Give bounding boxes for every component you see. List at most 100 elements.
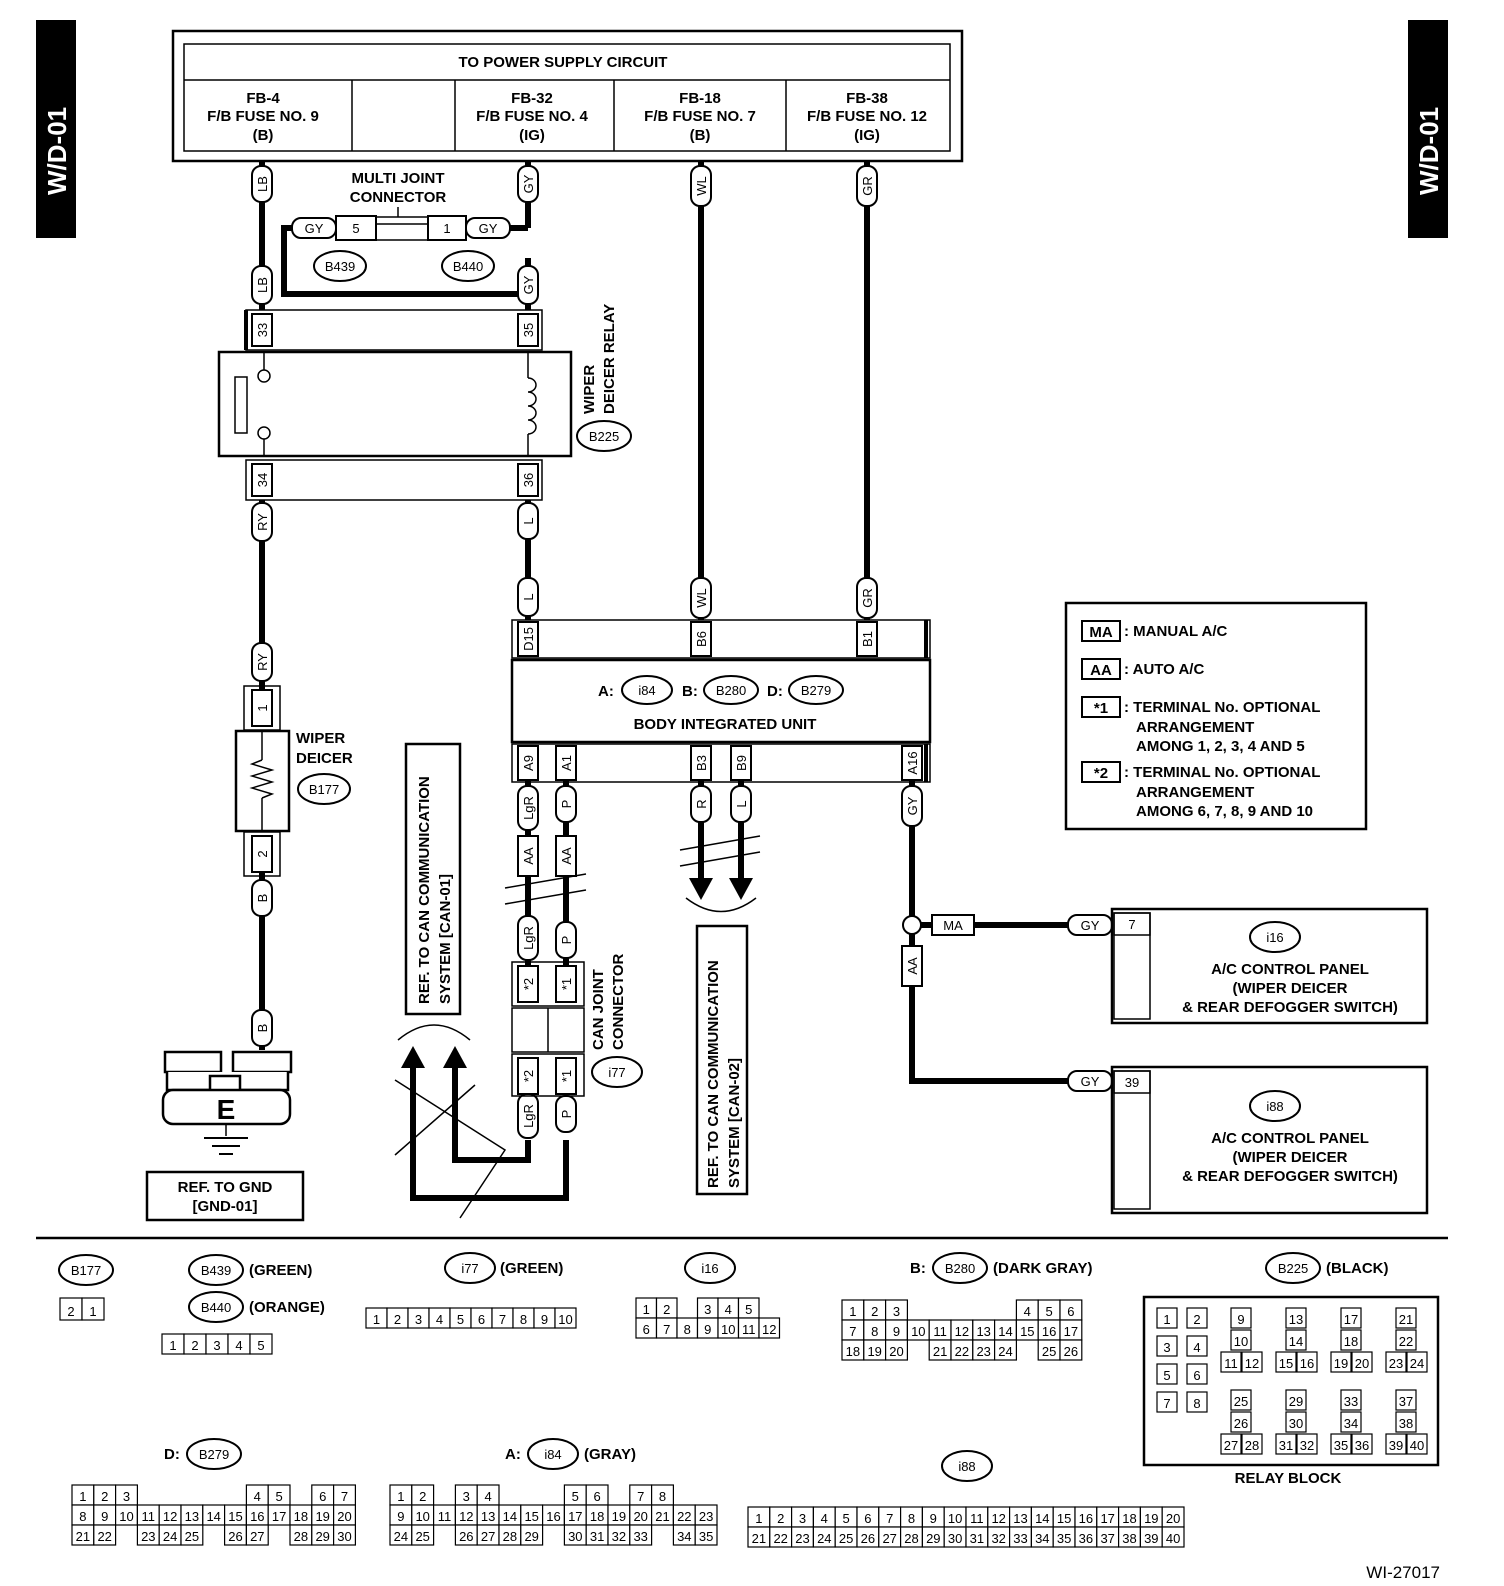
wire-label-l-2: L xyxy=(517,577,539,617)
pin-number: 12 xyxy=(762,1322,776,1337)
pin-number: 39 xyxy=(1144,1531,1158,1546)
pin-number: 15 xyxy=(1020,1324,1034,1339)
pin-number: 13 xyxy=(976,1324,990,1339)
pin-number: 33 xyxy=(1344,1394,1358,1409)
ground-ref-1: REF. TO GND xyxy=(178,1179,273,1196)
pin-number: 2 xyxy=(871,1304,878,1319)
pin-number: 8 xyxy=(908,1511,915,1526)
pin-number: 3 xyxy=(799,1511,806,1526)
can-joint-label-1: CAN JOINT xyxy=(590,969,607,1050)
pin-number: 1 xyxy=(755,1511,762,1526)
svg-text:L: L xyxy=(734,800,749,807)
svg-text:REF. TO CAN COMMUNICATION: REF. TO CAN COMMUNICATION xyxy=(416,776,433,1004)
svg-text:GR: GR xyxy=(860,176,875,196)
pin-number: 36 xyxy=(1355,1438,1369,1453)
svg-text:GY: GY xyxy=(479,221,498,236)
pin-number: 9 xyxy=(1237,1312,1244,1327)
multi-joint-pin-b: 1 xyxy=(443,221,450,236)
svg-text:LgR: LgR xyxy=(521,1104,536,1128)
svg-text:AA: AA xyxy=(559,847,574,865)
can-joint-label-2: CONNECTOR xyxy=(610,953,627,1050)
pin-number: 20 xyxy=(633,1509,647,1524)
pin-number: 20 xyxy=(889,1344,903,1359)
body-integrated-unit: D15 B6 B1 A: i84 B: B280 D: B279 BODY IN… xyxy=(510,619,932,783)
biu-pin-a1: A1 xyxy=(559,755,574,771)
pin-number: 18 xyxy=(1344,1334,1358,1349)
conn-label-b439: B439 xyxy=(201,1263,231,1278)
pin-number: 22 xyxy=(97,1529,111,1544)
pin-cell xyxy=(1285,1411,1307,1433)
wire-label-aa-1: AA xyxy=(517,835,539,877)
biu-pin-b9: B9 xyxy=(734,755,749,771)
pin-number: 12 xyxy=(459,1509,473,1524)
wire-label-l-3: L xyxy=(730,785,752,823)
pin-number: 25 xyxy=(1234,1394,1248,1409)
pin-number: 19 xyxy=(1334,1356,1348,1371)
pin-number: 8 xyxy=(659,1489,666,1504)
svg-text:: TERMINAL No. OPTIONAL: : TERMINAL No. OPTIONAL xyxy=(1124,764,1320,781)
pin-number: 12 xyxy=(163,1509,177,1524)
wire-label-lgr-1: LgR xyxy=(517,785,539,831)
conn-ref-b177: B177 xyxy=(309,782,339,797)
conn-label-b279: B279 xyxy=(199,1447,229,1462)
pin-cell xyxy=(180,1524,204,1546)
pin-cell xyxy=(333,1524,357,1546)
power-supply-box: TO POWER SUPPLY CIRCUIT FB-4 F/B FUSE NO… xyxy=(171,29,964,163)
pin-number: 30 xyxy=(337,1529,351,1544)
pin-number: 9 xyxy=(930,1511,937,1526)
svg-text:SYSTEM [CAN-01]: SYSTEM [CAN-01] xyxy=(437,874,454,1004)
pin-number: 11 xyxy=(742,1322,756,1337)
pin-number: 1 xyxy=(169,1338,176,1353)
pin-number: 30 xyxy=(568,1529,582,1544)
pin-number: 31 xyxy=(970,1531,984,1546)
pin-number: 10 xyxy=(948,1511,962,1526)
pin-number: 18 xyxy=(846,1344,860,1359)
pin-number: 15 xyxy=(1279,1356,1293,1371)
pin-number: 21 xyxy=(752,1531,766,1546)
pin-number: 33 xyxy=(1013,1531,1027,1546)
svg-text:*1: *1 xyxy=(559,1070,574,1082)
relay-label-2: DEICER RELAY xyxy=(601,304,618,414)
pin-number: 16 xyxy=(1079,1511,1093,1526)
conn-ref-b280: B280 xyxy=(716,683,746,698)
pin-number: 7 xyxy=(849,1324,856,1339)
pin-number: 9 xyxy=(893,1324,900,1339)
pin-number: 35 xyxy=(1334,1438,1348,1453)
biu-name: BODY INTEGRATED UNIT xyxy=(634,716,817,733)
wire-label-b-1: B xyxy=(251,879,273,917)
wire-label-ry-1: RY xyxy=(251,502,273,542)
pin-cell xyxy=(1296,1433,1318,1455)
pin-number: 25 xyxy=(1042,1344,1056,1359)
pin-number: 1 xyxy=(89,1304,96,1319)
pin-number: 24 xyxy=(394,1529,408,1544)
pin-number: 25 xyxy=(185,1529,199,1544)
pin-number: 10 xyxy=(119,1509,133,1524)
svg-text:ARRANGEMENT: ARRANGEMENT xyxy=(1136,719,1254,736)
pin-number: 5 xyxy=(1045,1304,1052,1319)
svg-text:WL: WL xyxy=(694,176,709,196)
pin-number: 27 xyxy=(882,1531,896,1546)
pin-number: 9 xyxy=(397,1509,404,1524)
pin-number: 4 xyxy=(1024,1304,1031,1319)
conn-ref-i77: i77 xyxy=(608,1065,625,1080)
svg-text:A/C CONTROL PANEL: A/C CONTROL PANEL xyxy=(1211,961,1369,978)
wire-label-gy-a16: GY xyxy=(901,785,923,827)
conn-label-i16: i16 xyxy=(701,1261,718,1276)
pin-number: 1 xyxy=(1163,1312,1170,1327)
conn-ref-b279: B279 xyxy=(801,683,831,698)
pin-number: 6 xyxy=(643,1322,650,1337)
pin-cell xyxy=(1340,1411,1362,1433)
splice-point xyxy=(902,915,922,935)
pin-number: 26 xyxy=(1064,1344,1078,1359)
svg-text:ARRANGEMENT: ARRANGEMENT xyxy=(1136,784,1254,801)
pin-number: 2 xyxy=(191,1338,198,1353)
fuse-fb18: FB-18 F/B FUSE NO. 7 (B) xyxy=(644,90,756,144)
pin-cell xyxy=(81,1297,105,1321)
svg-text:AMONG 6, 7, 8, 9 AND 10: AMONG 6, 7, 8, 9 AND 10 xyxy=(1136,803,1313,820)
pin-number: 21 xyxy=(76,1529,90,1544)
panel-pin: 7 xyxy=(1128,917,1135,932)
pin-cell xyxy=(93,1524,117,1546)
